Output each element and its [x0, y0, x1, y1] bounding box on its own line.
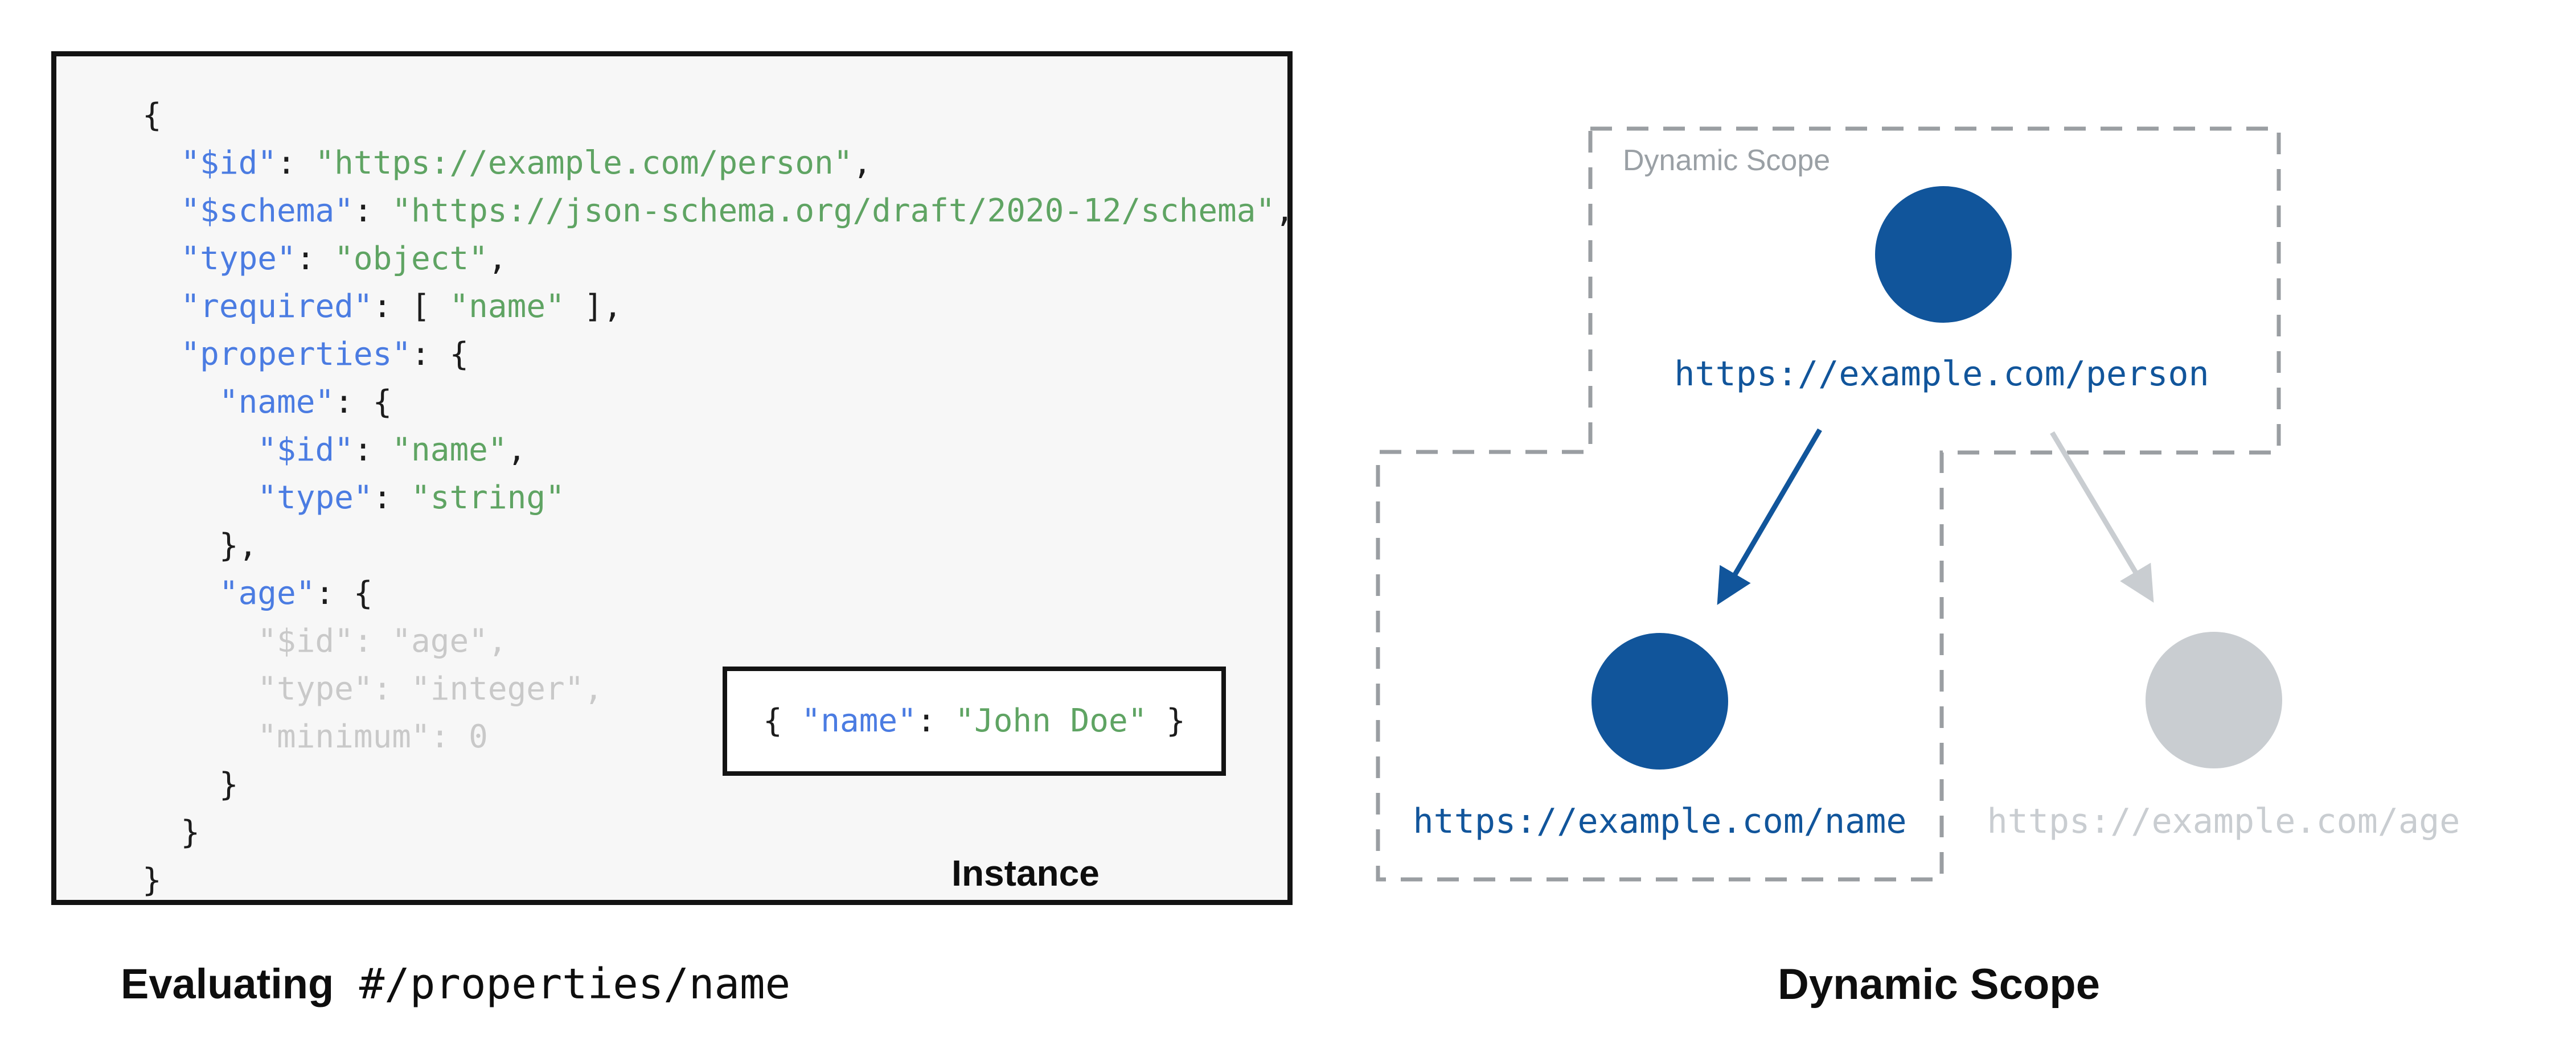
age-node-circle: [2146, 632, 2282, 768]
dynamic-scope-outline: [1376, 126, 2281, 882]
instance-code: { "name": "John Doe" }: [763, 702, 1186, 739]
dynamic-scope-inner-label: Dynamic Scope: [1623, 144, 1831, 177]
instance-box: { "name": "John Doe" }: [723, 667, 1226, 776]
evaluating-caption-bold: Evaluating: [121, 960, 334, 1007]
schema-code-box: { "$id": "https://example.com/person", "…: [51, 51, 1294, 905]
dynamic-scope-caption: Dynamic Scope: [1778, 960, 2100, 1009]
evaluating-caption: Evaluating #/properties/name: [121, 960, 790, 1009]
person-node-circle: [1875, 186, 2012, 323]
person-node-url: https://example.com/person: [1674, 354, 2209, 394]
person-to-name-arrow: [1717, 428, 1822, 605]
evaluating-caption-pointer: #/properties/name: [334, 960, 791, 1009]
person-to-age-arrow: [2050, 431, 2154, 603]
instance-label: Instance: [951, 853, 1100, 894]
age-node-url: https://example.com/age: [1987, 801, 2460, 841]
schema-code: { "$id": "https://example.com/person", "…: [142, 97, 1294, 899]
name-node-url: https://example.com/name: [1413, 801, 1907, 841]
name-node-circle: [1591, 633, 1728, 770]
